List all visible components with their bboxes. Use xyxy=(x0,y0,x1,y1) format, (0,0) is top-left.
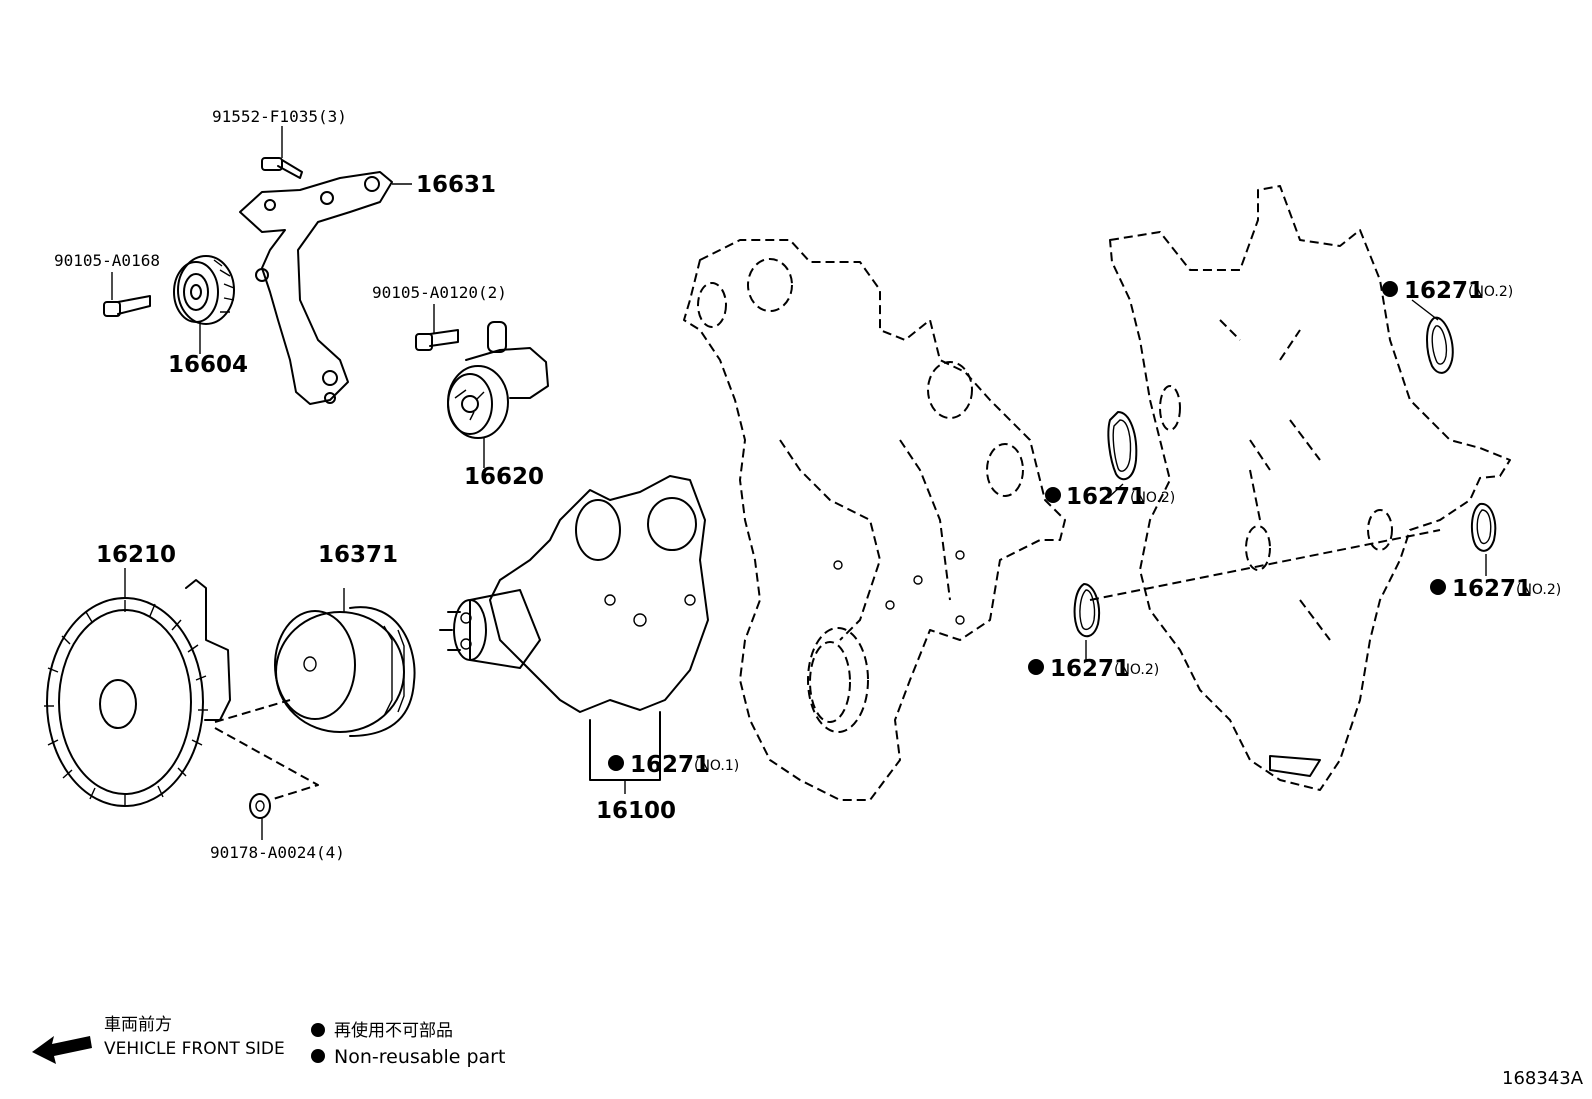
bolt-90105-a0168-drawing xyxy=(103,295,151,317)
gasket-number: 16271 xyxy=(1452,576,1532,602)
timing-cover-outer-drawing xyxy=(683,239,1066,801)
gasket-number: 16271 xyxy=(1066,484,1146,510)
front-arrow-icon xyxy=(32,1036,92,1064)
gasket-variant: (NO.2) xyxy=(1130,490,1175,506)
non-reusable-dot-icon xyxy=(1430,579,1446,595)
pulley-16371-drawing xyxy=(274,588,416,737)
label-16371: 16371 xyxy=(318,542,398,568)
idler-16604-drawing xyxy=(173,255,235,325)
label-16620: 16620 xyxy=(464,464,544,490)
bolt-90105-a0120-drawing xyxy=(415,329,459,351)
label-90105-a0120: 90105-A0120(2) xyxy=(372,283,507,302)
label-16631: 16631 xyxy=(416,172,496,198)
gasket-variant: (NO.2) xyxy=(1114,662,1159,678)
legend-nonreuse-jp: 再使用不可部品 xyxy=(334,1020,453,1041)
nut-90178-drawing xyxy=(249,793,271,819)
bracket-16631-drawing xyxy=(239,171,412,405)
gasket-rings-drawing xyxy=(659,299,1497,760)
label-16604: 16604 xyxy=(168,352,248,378)
bolt-91552-drawing xyxy=(261,157,303,179)
non-reusable-dot-icon xyxy=(311,1023,325,1037)
fan-clutch-16210-drawing xyxy=(44,579,319,807)
legend: 車両前方 VEHICLE FRONT SIDE 再使用不可部品 Non-reus… xyxy=(32,1015,505,1068)
non-reusable-dot-icon xyxy=(1382,281,1398,297)
gasket-number: 16271 xyxy=(1050,656,1130,682)
tensioner-16620-drawing xyxy=(447,321,549,439)
label-16271-no2-d: 16271 (NO.2) xyxy=(1430,576,1561,602)
label-16271-no2-c: 16271 (NO.2) xyxy=(1382,278,1513,304)
label-90178-a0024: 90178-A0024(4) xyxy=(210,843,345,862)
non-reusable-dot-icon xyxy=(311,1049,325,1063)
legend-front-jp: 車両前方 xyxy=(104,1015,172,1035)
label-16100: 16100 xyxy=(596,798,676,824)
non-reusable-dot-icon xyxy=(608,755,624,771)
legend-nonreuse-en: Non-reusable part xyxy=(334,1046,505,1068)
gasket-number: 16271 xyxy=(1404,278,1484,304)
legend-front-en: VEHICLE FRONT SIDE xyxy=(104,1039,285,1059)
label-91552-f1035: 91552-F1035(3) xyxy=(212,107,347,126)
non-reusable-dot-icon xyxy=(1028,659,1044,675)
gasket-number: 16271 xyxy=(630,752,710,778)
label-16271-no2-b: 16271 (NO.2) xyxy=(1028,656,1159,682)
timing-cover-inner-drawing xyxy=(1089,185,1511,791)
water-pump-16100-drawing xyxy=(439,475,709,794)
gasket-variant: (NO.2) xyxy=(1516,582,1561,598)
leader-lines xyxy=(111,126,485,840)
label-90105-a0168: 90105-A0168 xyxy=(54,251,160,270)
label-16271-no2-a: 16271 (NO.2) xyxy=(1045,484,1175,510)
label-16271-no1: 16271 (NO.1) xyxy=(608,752,739,778)
gasket-variant: (NO.1) xyxy=(694,758,739,774)
label-16210: 16210 xyxy=(96,542,176,568)
non-reusable-dot-icon xyxy=(1045,487,1061,503)
gasket-variant: (NO.2) xyxy=(1468,284,1513,300)
diagram-code: 168343A xyxy=(1502,1068,1584,1089)
